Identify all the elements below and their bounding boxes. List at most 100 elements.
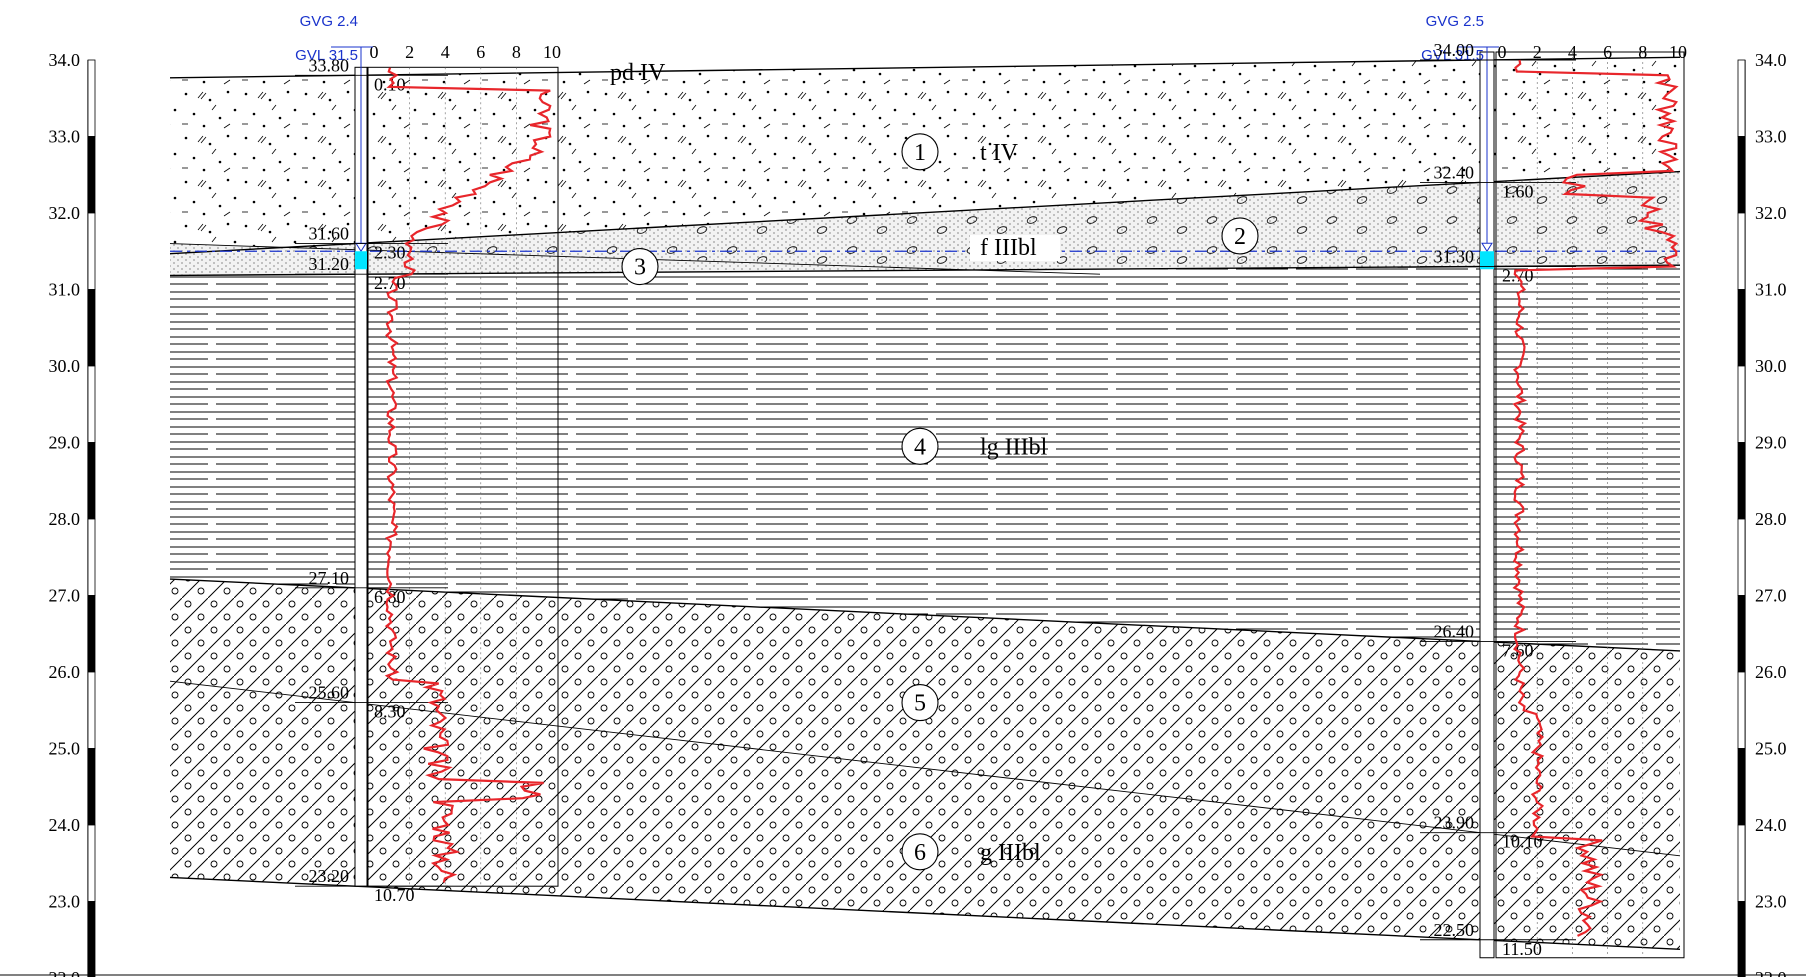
scale-segment (87, 671, 96, 749)
layer-number-circle (621, 247, 659, 286)
scale-segment (1737, 824, 1746, 902)
level-elevation: 31.20 (309, 254, 350, 274)
boundary-top (169, 56, 1681, 79)
layer-boundaries (169, 56, 1681, 950)
elevation-scale-left: 34.033.032.031.030.029.028.027.026.025.0… (49, 50, 96, 977)
scale-label: 22.0 (1755, 968, 1787, 977)
scale-segment (87, 748, 96, 826)
scale-segment (87, 518, 96, 596)
gvl-label: GVL 31.5 (295, 47, 358, 64)
level-elevation: 33.80 (309, 55, 350, 75)
cpt-tick-label: 2 (405, 42, 414, 62)
level-depth: 10.10 (1502, 832, 1543, 852)
scale-segment (1737, 595, 1746, 673)
level-elevation: 23.20 (309, 866, 350, 886)
scale-segment (1737, 671, 1746, 749)
boundary-1-2 (169, 170, 1681, 255)
cpt-tick-label: 4 (1568, 42, 1577, 62)
level-depth: 0.10 (374, 74, 406, 94)
scale-label: 33.0 (49, 127, 81, 147)
scale-segment (1737, 442, 1746, 520)
scale-label: 24.0 (1755, 815, 1787, 835)
cpt-curve (1512, 59, 1680, 937)
gvg-label: GVG 2.4 (300, 13, 358, 30)
cpt-tick-label: 6 (476, 42, 485, 62)
cpt-tick-label: 8 (512, 42, 521, 62)
level-elevation: 25.60 (309, 683, 350, 703)
boundary-bottom (169, 876, 1681, 950)
layer-label-2: 2f IIIbl (970, 217, 1259, 262)
scale-label: 34.0 (1755, 50, 1787, 70)
gvg-label: GVG 2.5 (1426, 13, 1484, 30)
scale-segment (1737, 136, 1746, 214)
water-column-mark (355, 251, 367, 270)
level-depth: 8.30 (374, 702, 406, 722)
scale-label: 31.0 (1755, 280, 1787, 300)
scale-label: 24.0 (49, 815, 81, 835)
topsoil-code: pd IV (610, 60, 666, 86)
scale-label: 26.0 (49, 662, 81, 682)
scale-segment (87, 289, 96, 367)
layer-number: 6 (914, 840, 926, 866)
water-column-mark (1480, 251, 1494, 270)
layer-code: lg IIIbl (980, 434, 1048, 460)
scale-label: 27.0 (1755, 586, 1787, 606)
water-level-marker (1481, 242, 1493, 253)
scale-label: 30.0 (49, 356, 81, 376)
cpt-tick-label: 10 (543, 42, 561, 62)
scale-segment (1737, 59, 1746, 137)
boundary-5-6 (169, 680, 1681, 857)
scale-segment (1737, 365, 1746, 443)
level-elevation: 22.50 (1434, 920, 1475, 940)
scale-segment (87, 442, 96, 520)
level-elevation: 32.40 (1434, 162, 1475, 182)
scale-label: 30.0 (1755, 356, 1787, 376)
scale-segment (1737, 289, 1746, 367)
scale-label: 27.0 (49, 586, 81, 606)
scale-label: 28.0 (49, 509, 81, 529)
scale-label: 28.0 (1755, 509, 1787, 529)
cpt-tick-label: 6 (1603, 42, 1612, 62)
scale-label: 32.0 (1755, 203, 1787, 223)
topsoil-label: pd IV (610, 60, 666, 86)
cpt-tick-label: 8 (1638, 42, 1647, 62)
scale-label: 25.0 (49, 739, 81, 759)
scale-label: 23.0 (1755, 892, 1787, 912)
cpt-tick-label: 10 (1669, 42, 1687, 62)
cpt-frame (367, 66, 559, 887)
cpt-tick-label: 4 (441, 42, 450, 62)
layer-number-circle (901, 133, 939, 171)
scale-label: 23.0 (49, 892, 81, 912)
code-bg (970, 235, 1060, 262)
scale-label: 34.0 (49, 50, 81, 70)
layer-label-5: 5 (901, 684, 939, 722)
scale-segment (87, 212, 96, 290)
layer-number-circle (901, 684, 939, 722)
scale-segment (1737, 748, 1746, 826)
level-depth: 2.30 (374, 243, 406, 263)
level-depth: 1.60 (1502, 181, 1534, 201)
layer-5-6-till (170, 579, 1680, 950)
boundary-4-5 (169, 578, 1681, 652)
layer-number: 2 (1234, 224, 1246, 250)
layer-label-3: 3 (621, 247, 659, 286)
scale-label: 26.0 (1755, 662, 1787, 682)
scale-label: 32.0 (49, 203, 81, 223)
level-elevation: 23.90 (1434, 813, 1475, 833)
cpt-curve (384, 67, 552, 883)
cpt-tick-label: 0 (370, 42, 379, 62)
layer-number: 3 (634, 255, 646, 281)
level-elevation: 31.30 (1434, 247, 1475, 267)
layer-label-1: 1 t IV (901, 133, 1019, 171)
layer-number: 1 (914, 140, 926, 166)
scale-label: 31.0 (49, 280, 81, 300)
scale-label: 33.0 (1755, 127, 1787, 147)
level-depth: 10.70 (374, 885, 415, 905)
layer-label-6: 6 g IIIbl (901, 833, 1041, 871)
layer-code: t IV (980, 140, 1019, 166)
scale-segment (1737, 901, 1746, 977)
layer-number-circle (901, 833, 939, 871)
layer-code: g IIIbl (980, 840, 1041, 866)
